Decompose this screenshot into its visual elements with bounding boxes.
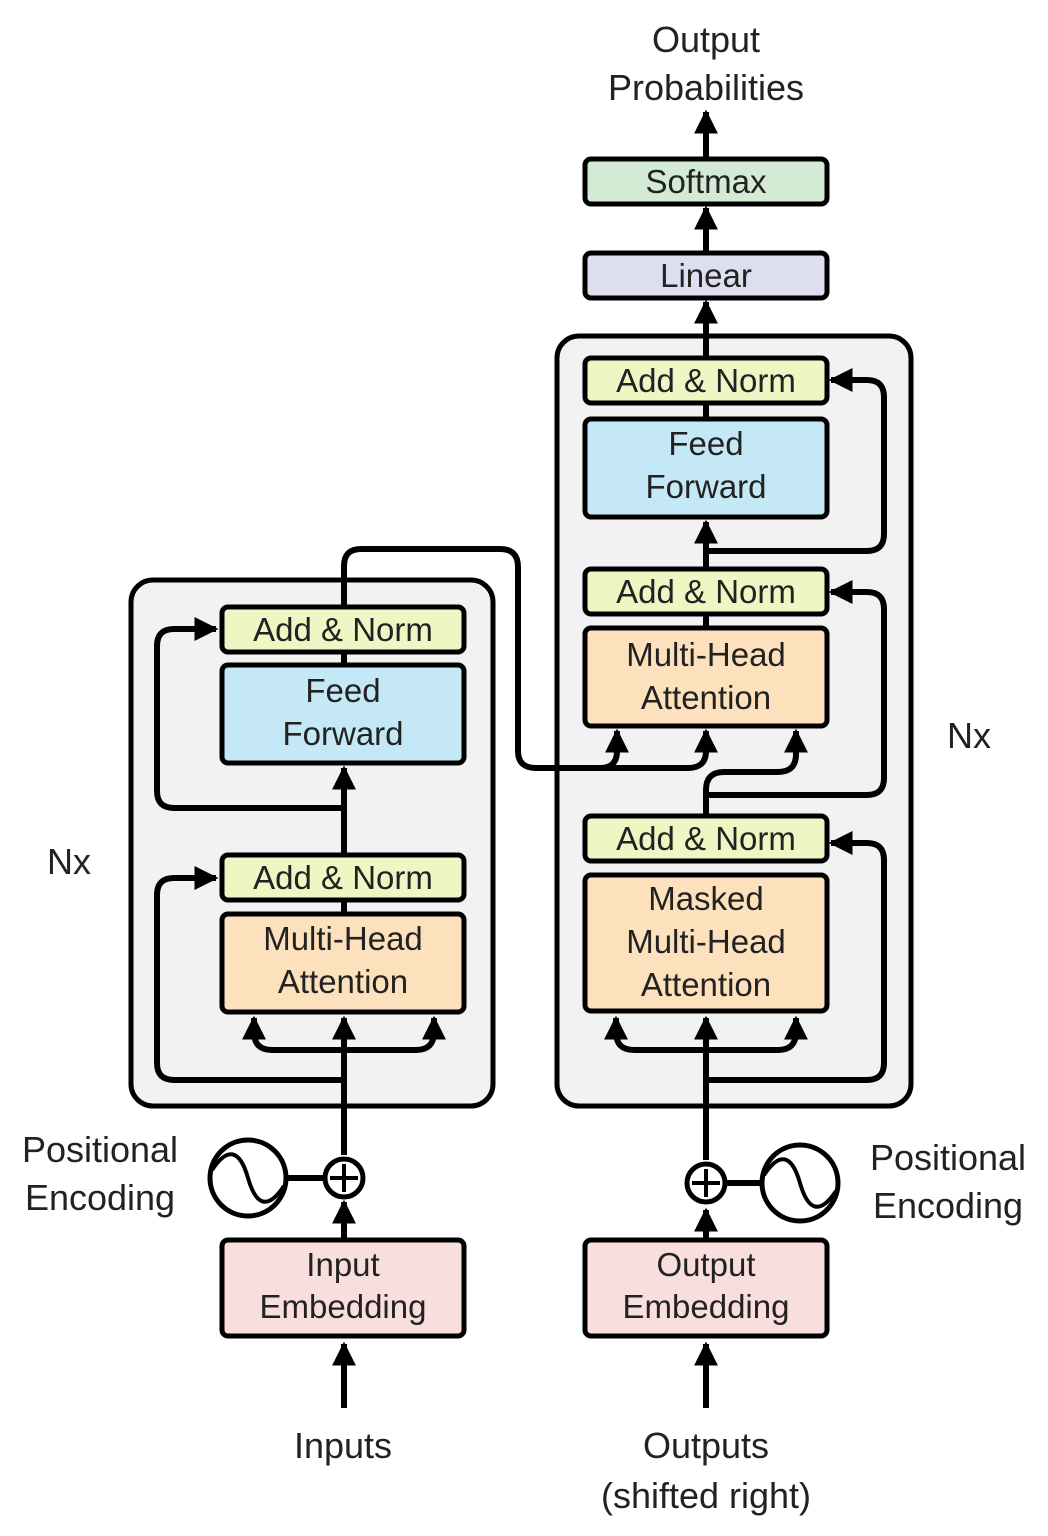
decoder-masked-attention-line2: Multi-Head — [626, 923, 786, 960]
linear-box — [582, 250, 830, 301]
decoder-feed-forward-line2: Forward — [645, 468, 766, 505]
encoder-attention-line1: Multi-Head — [263, 920, 423, 957]
decoder-nx-label: Nx — [947, 715, 991, 756]
outputs-label-line1: Outputs — [643, 1425, 769, 1466]
decoder-ff-add-norm-box — [582, 355, 830, 406]
decoder-cross-attention-line2: Attention — [641, 679, 771, 716]
decoder-masked-add-norm-label: Add & Norm — [616, 820, 796, 857]
softmax-label: Softmax — [645, 163, 767, 200]
encoder-attention-line2: Attention — [278, 963, 408, 1000]
decoder-masked-attention-box — [582, 872, 830, 1014]
encoder-feed-forward-line2: Forward — [282, 715, 403, 752]
softmax-box — [582, 156, 830, 207]
decoder-cross-attention-line1: Multi-Head — [626, 636, 786, 673]
encoder-positional-label-line1: Positional — [22, 1129, 178, 1170]
linear-label: Linear — [660, 257, 752, 294]
decoder-positional-label-line2: Encoding — [873, 1185, 1023, 1226]
decoder-masked-add-norm-box — [582, 813, 830, 864]
decoder-feed-forward-box — [582, 416, 830, 520]
encoder-positional-label-line2: Encoding — [25, 1177, 175, 1218]
decoder-cross-attention-box — [582, 625, 830, 729]
input-embedding-line1: Input — [306, 1246, 379, 1283]
decoder-masked-attention-line1: Masked — [648, 880, 764, 917]
encoder-attn-add-norm-box — [219, 852, 467, 903]
outputs-label-line2: (shifted right) — [601, 1475, 811, 1516]
output-embedding-line2: Embedding — [623, 1288, 790, 1325]
encoder-stack — [128, 577, 496, 1109]
decoder-positional-label-line1: Positional — [870, 1137, 1026, 1178]
output-embedding-box — [582, 1237, 830, 1339]
output-probabilities-label-line2: Probabilities — [608, 67, 804, 108]
encoder-feed-forward-box — [219, 662, 467, 766]
decoder-feed-forward-line1: Feed — [668, 425, 743, 462]
decoder-masked-attention-line3: Attention — [641, 966, 771, 1003]
input-embedding-line2: Embedding — [260, 1288, 427, 1325]
decoder-ff-add-norm-label: Add & Norm — [616, 362, 796, 399]
decoder-cross-add-norm-box — [582, 566, 830, 617]
encoder-positional-encoding — [207, 1137, 366, 1219]
encoder-nx-label: Nx — [47, 841, 91, 882]
decoder-positional-encoding — [684, 1142, 841, 1224]
encoder-ff-add-norm-label: Add & Norm — [253, 611, 433, 648]
encoder-ff-add-norm-box — [219, 604, 467, 655]
input-embedding-box — [219, 1237, 467, 1339]
output-embedding-line1: Output — [656, 1246, 755, 1283]
encoder-feed-forward-line1: Feed — [305, 672, 380, 709]
inputs-label: Inputs — [294, 1425, 392, 1466]
decoder-connections — [604, 109, 887, 1408]
decoder-cross-add-norm-label: Add & Norm — [616, 573, 796, 610]
encoder-attention-box — [219, 911, 467, 1015]
encoder-attn-add-norm-label: Add & Norm — [253, 859, 433, 896]
output-probabilities-label-line1: Output — [652, 19, 760, 60]
